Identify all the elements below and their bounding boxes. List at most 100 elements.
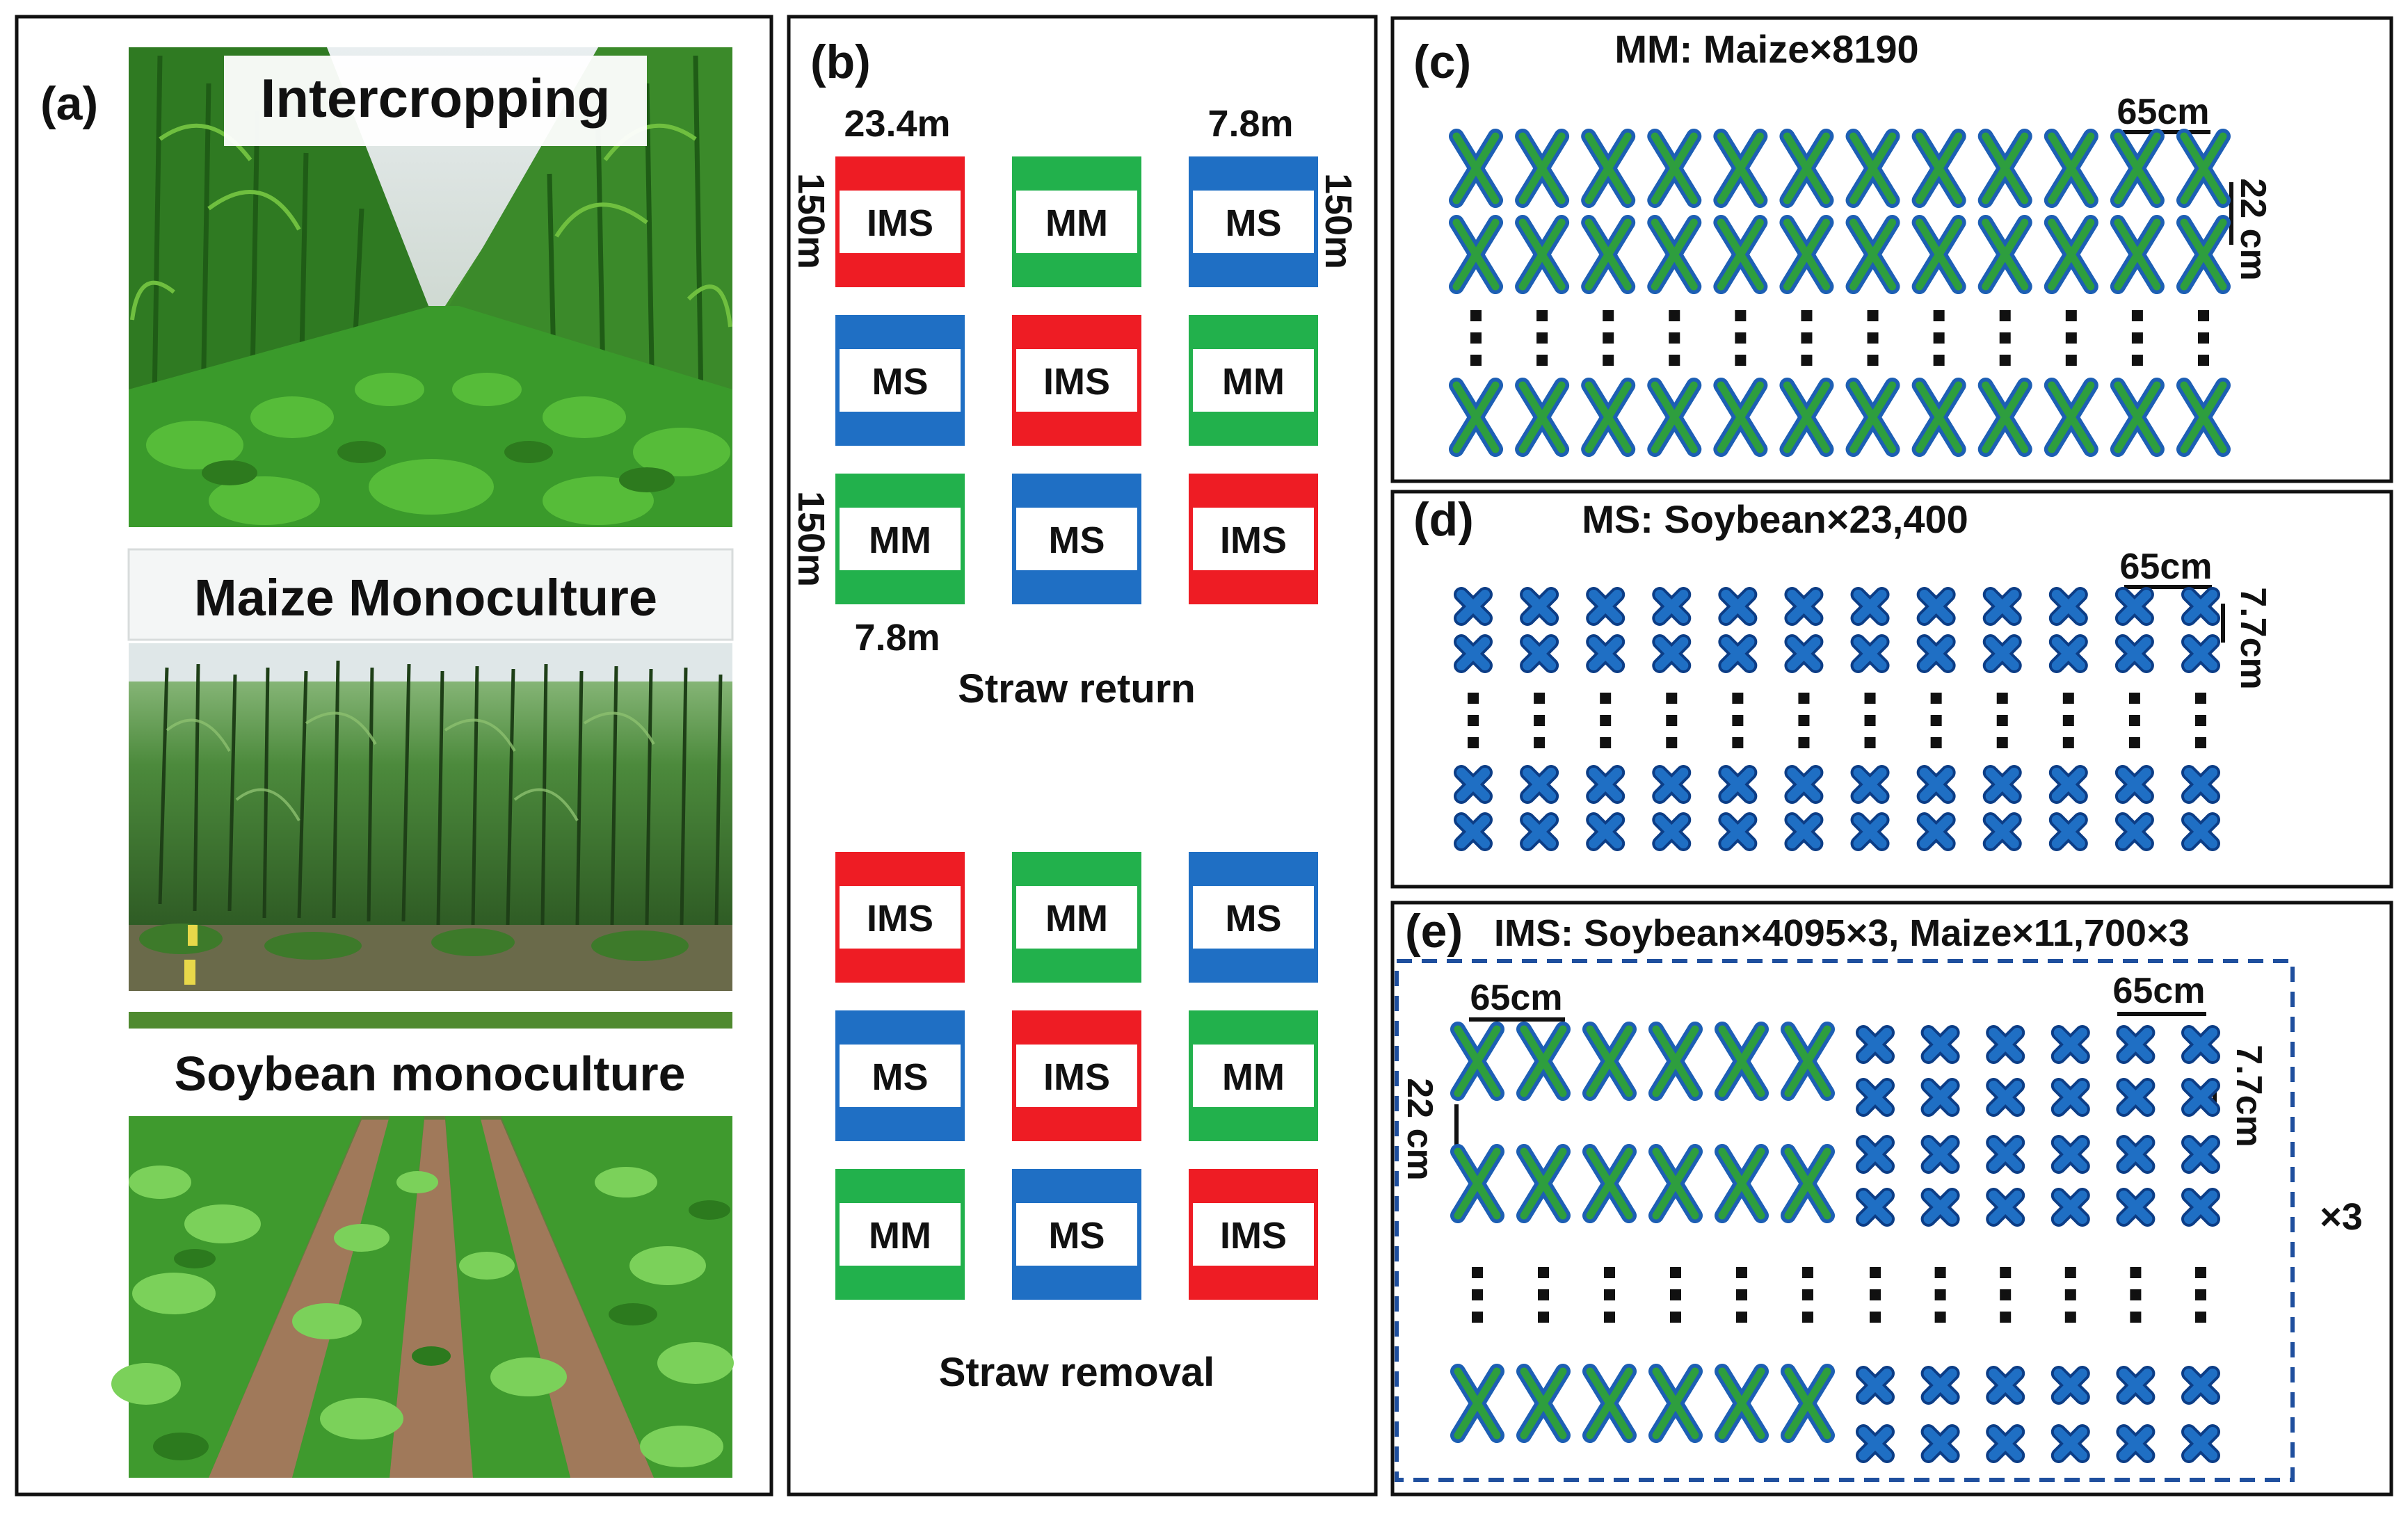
ellipsis-dot <box>1930 715 1942 726</box>
panel-c-title: MM: Maize×8190 <box>1614 27 1918 71</box>
maize-plant-icon <box>1581 215 1636 294</box>
ellipsis-dot <box>2195 715 2206 726</box>
ellipsis-dot <box>1798 693 1810 704</box>
maize-plant-icon <box>1715 1022 1769 1101</box>
plot-tile-label: MS <box>872 361 929 403</box>
soybean-plant-icon <box>2181 587 2220 626</box>
plot-tile-mm: MM <box>1189 1010 1318 1141</box>
soybean-plant-icon <box>1784 587 1824 626</box>
plot-tile-label: MM <box>1045 202 1108 244</box>
panel-e-soy-plant-spacing: 7.7cm <box>2229 1045 2269 1147</box>
ellipsis-dot <box>1934 1289 1946 1300</box>
panel-e-plant-layout <box>1450 1022 2220 1463</box>
soybean-plant-icon <box>2116 1025 2156 1064</box>
ellipsis-dot <box>1666 737 1678 748</box>
panel-c-plant-spacing: 22 cm <box>2233 178 2273 280</box>
soybean-plant-icon <box>1520 587 1559 626</box>
soybean-plant-icon <box>2114 765 2154 804</box>
ellipsis-dot <box>1470 310 1482 321</box>
maize-plant-icon <box>1516 1022 1571 1101</box>
ellipsis-dot <box>2064 1312 2076 1323</box>
panel-d-letter: (d) <box>1413 493 1474 546</box>
panel-c-letter: (c) <box>1413 35 1471 88</box>
ellipsis-dot <box>2062 693 2074 704</box>
maize-plant-icon <box>1515 215 1570 294</box>
maize-plant-icon <box>1449 215 1503 294</box>
soybean-plant-icon <box>1920 1366 1960 1405</box>
maize-plant-icon <box>1715 1144 1769 1223</box>
plot-tile-label: MS <box>1226 898 1282 940</box>
plot-tile-label: MM <box>869 1215 931 1257</box>
soybean-plant-icon <box>2050 1025 2090 1064</box>
soybean-plant-icon <box>1916 812 1956 851</box>
soybean-plant-icon <box>2181 765 2220 804</box>
plot-tile-label: IMS <box>1043 1056 1110 1098</box>
plot-tile-ms: MS <box>835 1010 965 1141</box>
ellipsis-dot <box>2131 355 2143 366</box>
maize-plant-icon <box>1781 1144 1835 1223</box>
ellipsis-dot <box>2000 1312 2012 1323</box>
soybean-plant-icon <box>1850 634 1890 673</box>
maize-plant-icon <box>1449 129 1503 208</box>
soybean-plant-icon <box>1986 1025 2025 1064</box>
ellipsis-dot <box>1996 693 2008 704</box>
soybean-plant-icon <box>2116 1078 2156 1117</box>
ellipsis-dot <box>2128 693 2140 704</box>
ellipsis-dot <box>2131 310 2143 321</box>
maize-plant-icon <box>1781 1364 1835 1443</box>
intercropping-field-photo: Intercropping <box>129 47 732 527</box>
ellipsis-dot <box>2065 355 2077 366</box>
soybean-plant-icon <box>1856 1135 1895 1174</box>
soybean-plant-icon <box>2114 812 2154 851</box>
plot-tile-ms: MS <box>1189 852 1318 983</box>
ellipsis-dot <box>1603 310 1614 321</box>
ellipsis-dot <box>1538 1289 1549 1300</box>
ellipsis-dot <box>1538 1312 1549 1323</box>
ellipsis-dot <box>1472 1312 1483 1323</box>
soybean-plant-icon <box>1718 634 1758 673</box>
ellipsis-dot <box>1867 355 1879 366</box>
maize-plant-icon <box>2110 129 2165 208</box>
maize-plant-icon <box>1781 1022 1835 1101</box>
soybean-plant-icon <box>1586 765 1626 804</box>
maize-plant-icon <box>1449 378 1503 457</box>
soybean-plant-icon <box>1652 765 1692 804</box>
soybean-plant-icon <box>1454 812 1493 851</box>
maize-plant-icon <box>1715 1364 1769 1443</box>
maize-plant-icon <box>2176 378 2231 457</box>
soybean-plant-icon <box>1916 765 1956 804</box>
ellipsis-dot <box>1864 715 1876 726</box>
ellipsis-dot <box>1536 355 1548 366</box>
panel-d-plant-layout <box>1454 587 2220 851</box>
width-label-bottom: 7.8m <box>854 617 940 659</box>
plot-tile-ims: IMS <box>1012 315 1141 446</box>
soybean-plant-icon <box>1920 1188 1960 1227</box>
plot-tile-label: MS <box>872 1056 929 1098</box>
plot-tile-label: MS <box>1226 202 1282 244</box>
soybean-plant-icon <box>2181 1424 2220 1463</box>
ellipsis-dot <box>1999 310 2011 321</box>
maize-plant-icon <box>1648 1144 1703 1223</box>
panel-e-soy-row-spacing: 65cm <box>2113 971 2206 1011</box>
soybean-plant-icon <box>1920 1078 1960 1117</box>
maize-plant-icon <box>2044 215 2098 294</box>
panel-e-letter: (e) <box>1405 905 1463 958</box>
height-label-left-bottom: 150m <box>790 491 832 587</box>
soybean-plant-icon <box>1982 812 2022 851</box>
soybean-plant-icon <box>2050 1078 2090 1117</box>
maize-plant-icon <box>1845 129 1900 208</box>
plot-tile-label: IMS <box>1220 1215 1287 1257</box>
soybean-plant-icon <box>2048 587 2088 626</box>
plot-tile-ms: MS <box>1189 156 1318 287</box>
soybean-plant-icon <box>2048 634 2088 673</box>
ellipsis-dot <box>2195 737 2206 748</box>
ellipsis-dot <box>1534 693 1546 704</box>
plot-tile-mm: MM <box>1189 315 1318 446</box>
ellipsis-dot <box>2128 715 2140 726</box>
panel-b-letter: (b) <box>810 35 871 88</box>
maize-plant-icon <box>1911 378 1966 457</box>
plot-tile-ims: IMS <box>1012 1010 1141 1141</box>
soybean-plant-icon <box>2050 1135 2090 1174</box>
panel-b-border <box>787 15 1378 1497</box>
panel-e-maize-plant-spacing: 22 cm <box>1399 1078 1440 1180</box>
